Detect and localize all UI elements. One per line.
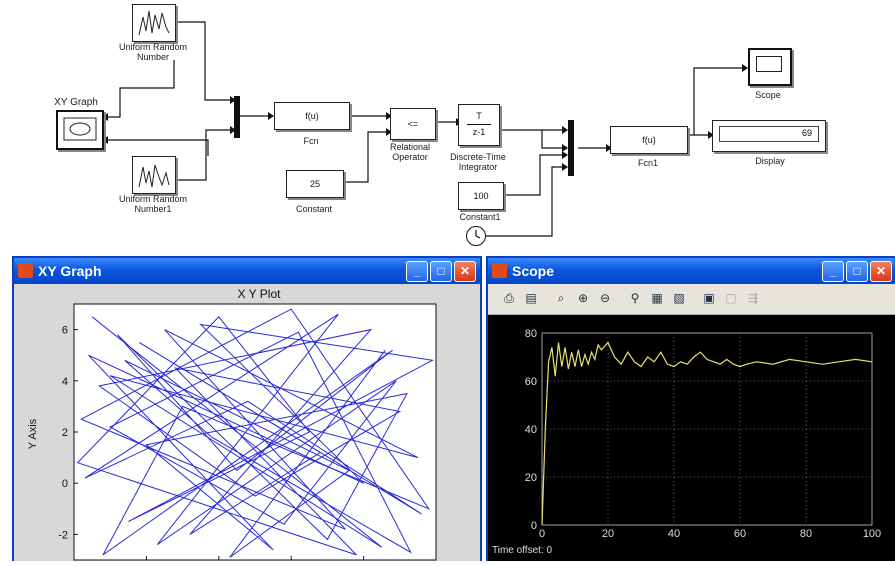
y-tick-label: 6 xyxy=(62,325,68,337)
print-icon[interactable]: ⎙ xyxy=(504,291,514,305)
matlab-app-icon xyxy=(492,263,507,278)
matlab-app-icon xyxy=(18,263,33,278)
xy-plot: X Y Plot 6 4 2 0 -2 Y Axis xyxy=(27,287,437,561)
x-tick-label: 20 xyxy=(602,528,614,540)
scope-screen-icon xyxy=(756,56,782,72)
scope-titlebar[interactable]: Scope _ □ ✕ xyxy=(488,258,895,284)
xy-graph-titlebar[interactable]: XY Graph _ □ ✕ xyxy=(14,258,480,284)
display-readout: 69 xyxy=(719,126,819,142)
time-offset-value: 0 xyxy=(546,545,553,556)
constant-block[interactable]: 25 xyxy=(286,170,344,198)
x-tick-label: 0 xyxy=(539,528,545,540)
relational-operator-block[interactable]: <= xyxy=(390,108,436,140)
fcn1-block[interactable]: f(u) xyxy=(610,126,688,154)
discrete-time-integrator-block[interactable]: T z-1 xyxy=(458,104,500,146)
y-tick-label: 2 xyxy=(62,427,68,439)
y-tick-label: -2 xyxy=(58,529,68,541)
scope-plot-panel: 0 20 40 60 80 100 80 60 40 20 0 Time offset: 0 xyxy=(488,315,895,561)
constant1-value: 100 xyxy=(473,191,489,201)
relational-operator-label: Relational Operator xyxy=(389,142,431,162)
x-tick-label: 60 xyxy=(734,528,746,540)
constant-label: Constant xyxy=(295,204,333,214)
x-tick-label: 100 xyxy=(863,528,881,540)
y-tick-label: 0 xyxy=(62,478,68,490)
y-tick-label: 0 xyxy=(531,520,537,532)
y-tick-label: 20 xyxy=(525,472,537,484)
zoom-x-icon[interactable]: ⊕ xyxy=(577,291,589,305)
maximize-button[interactable]: □ xyxy=(430,261,452,282)
scope-signal-line xyxy=(541,341,873,526)
scope-toolbar: ⎙ ▤ ⌕ ⊕ ⊖ ⚲ ▦ ▧ ▣ ▢ ⇶ xyxy=(488,284,895,315)
mux-block[interactable] xyxy=(234,96,240,138)
scope-block-label: Scope xyxy=(755,90,781,100)
scope-plot: 0 20 40 60 80 100 80 60 40 20 0 xyxy=(525,328,881,540)
integrator-fraction-bar xyxy=(467,124,491,125)
restore-axes-icon[interactable]: ▧ xyxy=(673,291,685,305)
display-value: 69 xyxy=(801,128,812,138)
fcn-label: Fcn xyxy=(303,136,319,146)
y-tick-label: 60 xyxy=(525,376,537,388)
parameters-icon[interactable]: ▤ xyxy=(525,291,537,305)
xy-graph-window[interactable]: XY Graph _ □ ✕ X Y Plot 6 4 2 0 -2 Y Axis xyxy=(12,256,482,561)
scope-block[interactable] xyxy=(748,48,792,86)
x-tick-label: 80 xyxy=(800,528,812,540)
scope-plot-area xyxy=(541,332,873,526)
y-tick-label: 40 xyxy=(525,424,537,436)
display-block[interactable]: 69 xyxy=(712,120,826,152)
minimize-button[interactable]: _ xyxy=(822,261,844,282)
constant1-label: Constant1 xyxy=(459,212,501,222)
xy-graph-block[interactable] xyxy=(56,110,104,150)
minimize-button[interactable]: _ xyxy=(406,261,428,282)
fcn1-expression: f(u) xyxy=(642,135,656,145)
fcn-block[interactable]: f(u) xyxy=(274,102,350,130)
uniform-random-number1-label: Uniform Random Number1 xyxy=(118,194,188,214)
mux2-block[interactable] xyxy=(568,120,574,176)
simulink-diagram: Uniform Random Number Uniform Random Num… xyxy=(0,0,895,246)
autoscale-icon[interactable]: ⚲ xyxy=(630,291,640,305)
uniform-random-number-label: Uniform Random Number xyxy=(118,42,188,62)
floating-scope-icon[interactable]: ▣ xyxy=(703,291,715,305)
xy-graph-icon xyxy=(63,117,97,141)
clock-block[interactable] xyxy=(466,226,486,246)
zoom-y-icon[interactable]: ⊖ xyxy=(599,291,611,305)
relational-operator-symbol: <= xyxy=(407,119,419,129)
diagram-wires xyxy=(102,21,748,237)
y-tick-label: 4 xyxy=(62,376,68,388)
xy-series-line xyxy=(76,308,434,558)
time-offset: Time offset: 0 xyxy=(492,545,552,556)
random-signal-icon xyxy=(138,10,170,36)
maximize-button[interactable]: □ xyxy=(846,261,868,282)
uniform-random-number-block[interactable] xyxy=(132,4,176,42)
constant1-block[interactable]: 100 xyxy=(458,182,504,210)
discrete-time-integrator-label: Discrete-Time Integrator xyxy=(450,152,506,172)
xy-plot-title: X Y Plot xyxy=(238,287,282,301)
lock-axes-icon[interactable]: ▢ xyxy=(725,291,737,305)
y-tick-label: 80 xyxy=(525,328,537,340)
uniform-random-number1-block[interactable] xyxy=(132,156,176,194)
zoom-icon[interactable]: ⌕ xyxy=(557,291,565,305)
constant-value: 25 xyxy=(309,179,320,189)
xy-graph-title: XY Graph xyxy=(38,263,102,279)
xy-graph-label: XY Graph xyxy=(54,97,98,108)
signal-selection-icon[interactable]: ⇶ xyxy=(747,291,759,305)
random-signal-icon xyxy=(138,164,170,188)
scope-title: Scope xyxy=(512,263,555,279)
fcn1-label: Fcn1 xyxy=(637,158,658,168)
close-button[interactable]: ✕ xyxy=(454,261,476,282)
time-offset-label: Time offset: xyxy=(492,545,544,556)
fcn-expression: f(u) xyxy=(305,111,319,121)
y-axis-label: Y Axis xyxy=(27,418,39,449)
scope-window[interactable]: Scope _ □ ✕ ⎙ ▤ ⌕ ⊕ ⊖ ⚲ ▦ ▧ ▣ ▢ ⇶ 0 20 40 6… xyxy=(486,256,895,561)
display-label: Display xyxy=(755,156,785,166)
x-tick-label: 40 xyxy=(668,528,680,540)
integrator-denominator: z-1 xyxy=(472,127,486,137)
close-button[interactable]: ✕ xyxy=(870,261,892,282)
clock-icon xyxy=(475,230,481,239)
save-axes-icon[interactable]: ▦ xyxy=(651,291,663,305)
integrator-numerator: T xyxy=(476,111,482,121)
